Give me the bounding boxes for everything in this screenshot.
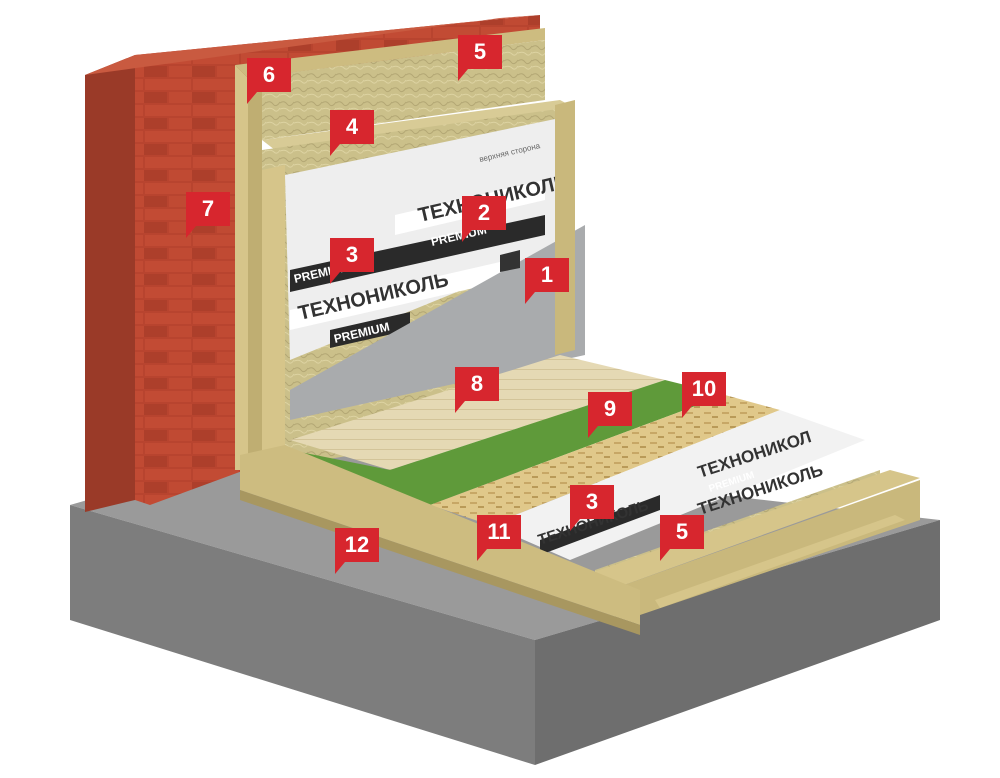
callout-marker-3: 3 (330, 238, 374, 284)
callout-marker-9: 9 (588, 392, 632, 438)
callout-marker-6: 6 (247, 58, 291, 104)
callout-number: 6 (247, 62, 291, 88)
callout-number: 3 (330, 242, 374, 268)
callout-number: 12 (335, 532, 379, 558)
callout-marker-7: 7 (186, 192, 230, 238)
callout-number: 4 (330, 114, 374, 140)
callout-marker-4: 4 (330, 110, 374, 156)
callout-number: 11 (477, 519, 521, 545)
callout-marker-1: 1 (525, 258, 569, 304)
callout-number: 1 (525, 262, 569, 288)
callout-number: 8 (455, 371, 499, 397)
callout-marker-5: 5 (660, 515, 704, 561)
callout-marker-3: 3 (570, 485, 614, 531)
callout-number: 5 (458, 39, 502, 65)
callout-number: 3 (570, 489, 614, 515)
callout-number: 10 (682, 376, 726, 402)
callout-number: 7 (186, 196, 230, 222)
callout-marker-11: 11 (477, 515, 521, 561)
callout-number: 9 (588, 396, 632, 422)
callout-marker-10: 10 (682, 372, 726, 418)
callout-number: 5 (660, 519, 704, 545)
callout-marker-12: 12 (335, 528, 379, 574)
callout-marker-8: 8 (455, 367, 499, 413)
callout-marker-2: 2 (462, 196, 506, 242)
callout-marker-5: 5 (458, 35, 502, 81)
callout-number: 2 (462, 200, 506, 226)
